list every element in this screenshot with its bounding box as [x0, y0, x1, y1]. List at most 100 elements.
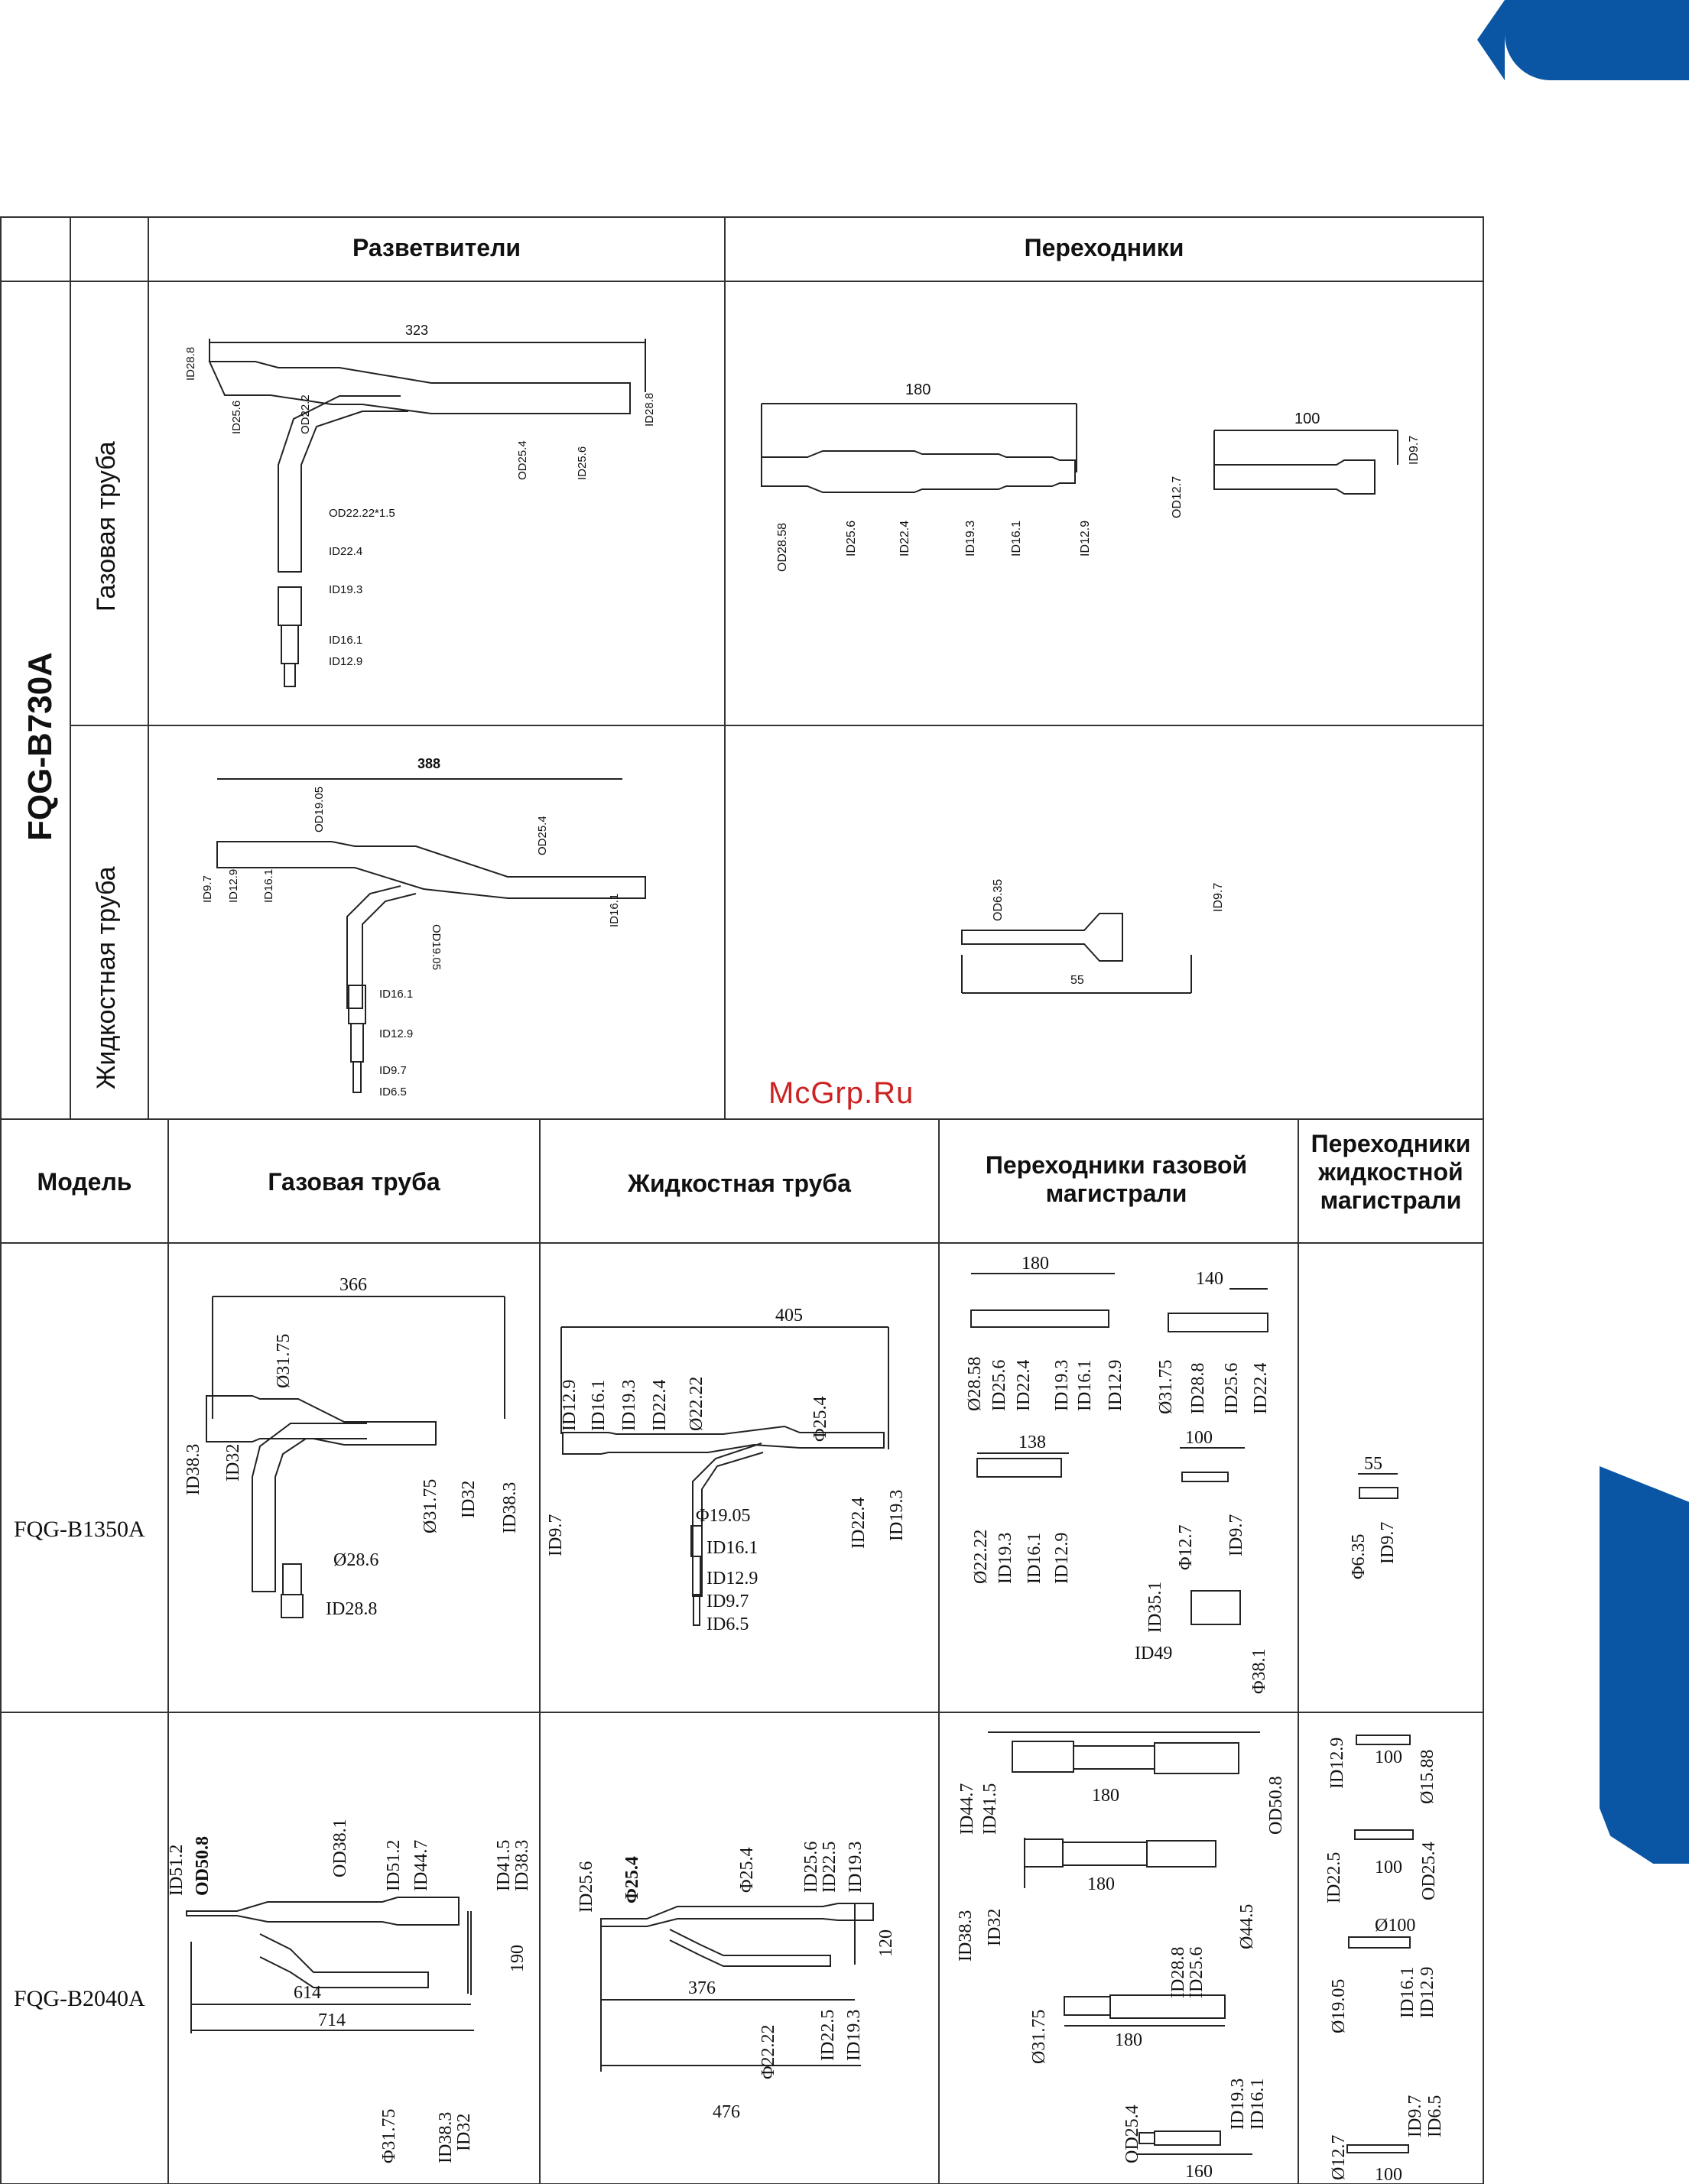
dim-length: 160	[1185, 2162, 1213, 2182]
dim-length: 100	[1294, 411, 1320, 427]
header-gas-pipe: Газовая труба	[268, 1168, 440, 1196]
b1350-liquid-adapter: 55 Φ6.35 ID9.7	[1349, 1454, 1398, 1579]
dim-label: OD25.4	[516, 440, 529, 480]
liquid-adapter-drawing: 55 OD6.35 ID9.7	[961, 879, 1225, 994]
dim-label: ID9.7	[201, 875, 214, 903]
dim-label: ID19.3	[1052, 1360, 1072, 1411]
dim-label: ID32	[454, 2114, 474, 2151]
dim-label: ID12.9	[1052, 1533, 1072, 1584]
dim-label: 376	[688, 1978, 716, 1998]
dim-label: ID12.9	[227, 869, 240, 903]
dim-label: Ø31.75	[274, 1334, 294, 1388]
dim-label: ID22.4	[849, 1498, 869, 1549]
b1350-gas-adapters: 180 Ø28.58 ID25.6 ID22.4 ID19.3 ID16.1 I…	[965, 1254, 1271, 1694]
gas-branch-drawing: 323 ID28.8 ID25.6 OD22.2 OD25.4 ID25.6 I…	[184, 323, 656, 687]
b2040-gas-drawing: ID51.2 OD50.8 OD38.1 ID51.2 ID44.7 ID41.…	[168, 1819, 532, 2163]
dim-label: ID12.9	[1327, 1738, 1347, 1789]
dim-label: Φ31.75	[379, 2108, 399, 2163]
dim-label: OD22.22*1.5	[329, 507, 395, 520]
dim-label: ID25.6	[577, 1861, 596, 1913]
dim-length: 100	[1375, 1858, 1402, 1877]
dim-label: ID9.7	[1226, 1514, 1246, 1556]
dim-length: 180	[1022, 1254, 1049, 1274]
dim-label: ID41.5	[494, 1840, 514, 1891]
dim-label: ID28.8	[1188, 1363, 1208, 1414]
dim-label: OD19.05	[430, 924, 443, 970]
dim-label: ID49	[1135, 1644, 1172, 1663]
dim-label: Φ22.22	[758, 2024, 778, 2079]
dim-label: ID9.7	[706, 1592, 749, 1611]
dim-label: Ø15.88	[1418, 1750, 1437, 1804]
model-label-vertical: FQG-B730A	[21, 652, 59, 841]
dim-label: OD12.7	[1171, 476, 1184, 518]
dim-length: 100	[1375, 1748, 1402, 1767]
dim-length: 100	[1375, 2165, 1402, 2184]
b2040-liquid-drawing: ID25.6 Φ25.4 Φ25.4 ID25.6 ID22.5 ID19.3 …	[577, 1842, 896, 2122]
dim-label: ID22.5	[1324, 1852, 1344, 1903]
dim-label: Φ25.4	[810, 1396, 830, 1442]
dim-length: 405	[775, 1306, 803, 1326]
dim-label: Φ6.35	[1349, 1533, 1369, 1579]
b2040-gas-adapters: 180 ID44.7 ID41.5 OD50.8 180 ID38.3 ID32…	[956, 1731, 1286, 2182]
dim-label: OD50.8	[193, 1836, 213, 1896]
dim-label: 190	[508, 1945, 528, 1972]
header-gas-adapters: Переходники газовой магистрали	[985, 1151, 1248, 1207]
dim-label: ID22.5	[818, 2010, 838, 2061]
gas-adapter-drawings: 180 OD28.58 ID25.6 ID22.4 ID19.3 ID16.1 …	[761, 381, 1421, 572]
dim-label: ID6.5	[1425, 2095, 1445, 2137]
dim-label: OD22.2	[299, 394, 312, 434]
dim-label: ID22.4	[898, 521, 911, 557]
dim-label: 120	[876, 1929, 896, 1957]
dim-label: Φ25.4	[622, 1856, 642, 1903]
liquid-branch-drawing: 388 OD19.05 OD25.4 ID9.7 ID12.9 ID16.1 I…	[201, 756, 646, 1098]
dim-length: 100	[1185, 1428, 1213, 1448]
dim-label: OD19.05	[313, 787, 326, 832]
dim-length: Ø100	[1375, 1916, 1415, 1936]
dim-label: ID32	[223, 1444, 243, 1481]
dim-label: OD50.8	[1266, 1776, 1286, 1835]
dim-label: ID16.1	[1010, 521, 1023, 557]
row-label-liquid: Жидкостная труба	[92, 866, 121, 1089]
dim-label: ID19.3	[846, 1842, 866, 1893]
dim-label: ID6.5	[706, 1614, 749, 1634]
header-branches: Разветвители	[352, 234, 521, 261]
dim-label: ID16.1	[1248, 2079, 1268, 2130]
dim-label: 714	[318, 2010, 346, 2030]
model-name: FQG-B1350A	[14, 1517, 145, 1542]
dim-label: ID28.8	[1168, 1947, 1188, 1998]
dim-label: ID51.2	[168, 1845, 187, 1896]
dim-label: ID22.5	[820, 1842, 840, 1893]
dim-label: ID38.3	[500, 1482, 520, 1533]
dim-label: ID16.1	[1025, 1533, 1044, 1584]
dim-label: Ø22.22	[971, 1530, 991, 1584]
dim-label: ID16.1	[706, 1538, 758, 1558]
dim-length: 388	[417, 756, 440, 771]
dim-label: ID16.1	[608, 894, 621, 927]
header-liquid-adapters: Переходники жидкостной магистрали	[1311, 1130, 1471, 1214]
dim-label: ID28.8	[184, 347, 197, 381]
dim-label: Ø31.75	[1029, 2010, 1049, 2064]
dim-label: ID19.3	[619, 1380, 639, 1431]
dim-length: 55	[1364, 1454, 1382, 1474]
dim-label: 614	[294, 1983, 321, 2003]
dim-length: 180	[1092, 1786, 1119, 1806]
dim-label: Φ25.4	[737, 1847, 757, 1893]
dim-label: Φ19.05	[696, 1506, 751, 1526]
dim-label: Ø22.22	[687, 1377, 706, 1431]
dim-label: ID25.6	[801, 1842, 821, 1893]
dim-label: ID19.3	[964, 521, 977, 557]
dim-label: ID22.4	[1251, 1363, 1271, 1414]
dim-label: ID35.1	[1145, 1582, 1165, 1633]
dim-label: ID16.1	[262, 869, 275, 903]
dim-label: ID22.4	[1014, 1360, 1034, 1411]
dim-label: OD25.4	[1122, 2104, 1142, 2163]
dim-label: ID25.6	[1187, 1947, 1207, 1998]
dim-label: ID9.7	[379, 1064, 407, 1077]
dim-label: ID38.3	[436, 2112, 456, 2163]
dim-label: ID19.3	[329, 583, 362, 596]
side-tab	[1600, 1466, 1689, 1864]
watermark: McGrp.Ru	[768, 1076, 914, 1110]
dim-label: ID32	[459, 1481, 479, 1518]
dim-length: 140	[1196, 1269, 1223, 1289]
